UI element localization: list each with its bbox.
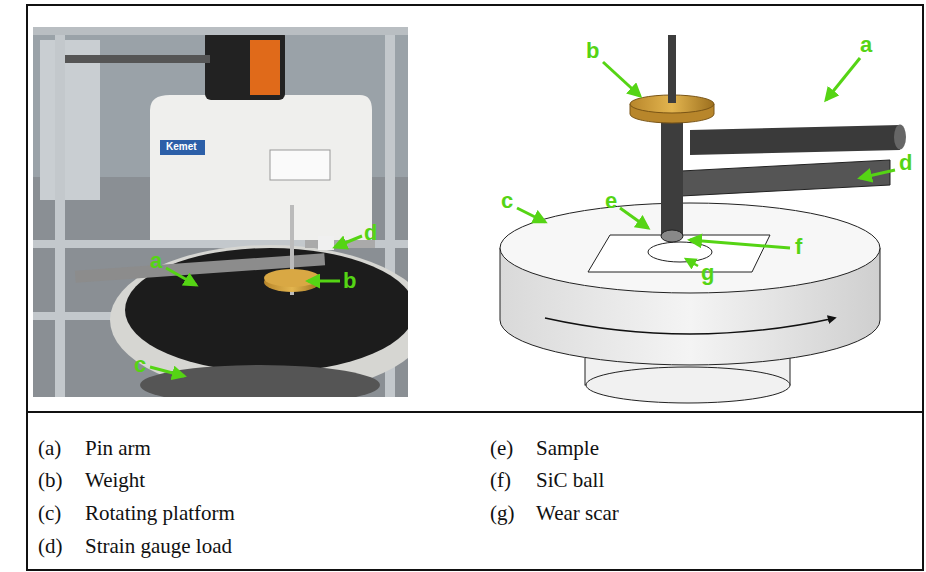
callout-letter: c [134,354,146,376]
callout-letter: b [343,270,356,292]
legend-key: (f) [490,470,511,491]
callout-letter: a [860,34,872,56]
callout-letter: a [150,250,162,272]
callout-letter: e [605,190,617,212]
callout-letter: c [501,190,513,212]
legend-key: (d) [38,536,63,557]
callout-letter: d [899,152,912,174]
brand-label: Kemet [163,141,200,153]
legend-text: Sample [536,438,599,459]
callout-letter: f [795,236,802,258]
legend-key: (c) [38,503,61,524]
legend-key: (a) [38,438,61,459]
legend-key: (b) [38,470,63,491]
legend-text: Weight [85,470,145,491]
callout-letter: b [586,40,599,62]
legend-key: (g) [490,503,515,524]
legend-text: SiC ball [536,470,604,491]
legend-text: Strain gauge load [85,536,232,557]
callout-letter: g [701,262,714,284]
legend-text: Rotating platform [85,503,235,524]
legend-key: (e) [490,438,513,459]
legend-text: Pin arm [85,438,151,459]
legend-text: Wear scar [536,503,619,524]
callout-letter: d [364,222,377,244]
